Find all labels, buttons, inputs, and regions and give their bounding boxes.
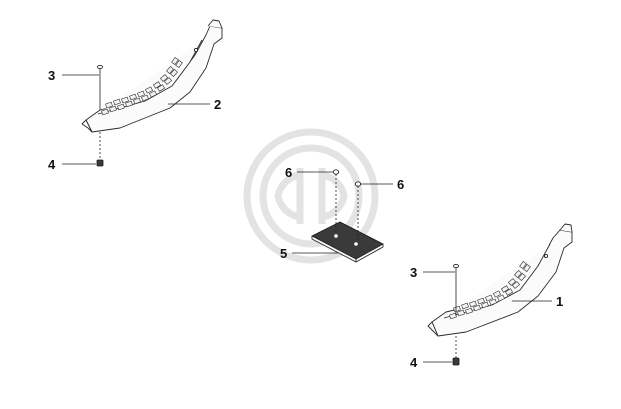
screw-icon — [97, 64, 103, 110]
logo-watermark-icon — [243, 128, 379, 264]
callout-2: 2 — [214, 97, 221, 112]
callout-3-right: 3 — [410, 265, 417, 280]
nut-icon — [96, 132, 104, 167]
callout-4-left: 4 — [48, 157, 56, 172]
footrest-right-part — [427, 223, 573, 337]
screw-icon — [354, 181, 362, 240]
callout-1: 1 — [556, 294, 563, 309]
rubber-pad-part — [311, 221, 384, 263]
screw-icon — [453, 263, 459, 316]
screw-icon — [332, 169, 340, 232]
footrest-left-part — [81, 19, 223, 133]
footrest-left-tread — [101, 56, 183, 116]
callout-6-left: 6 — [285, 165, 292, 180]
nut-icon — [452, 336, 460, 366]
callout-3-left: 3 — [48, 68, 55, 83]
callout-4-right: 4 — [410, 355, 418, 370]
callout-6-right: 6 — [397, 177, 404, 192]
callout-5: 5 — [280, 246, 287, 261]
